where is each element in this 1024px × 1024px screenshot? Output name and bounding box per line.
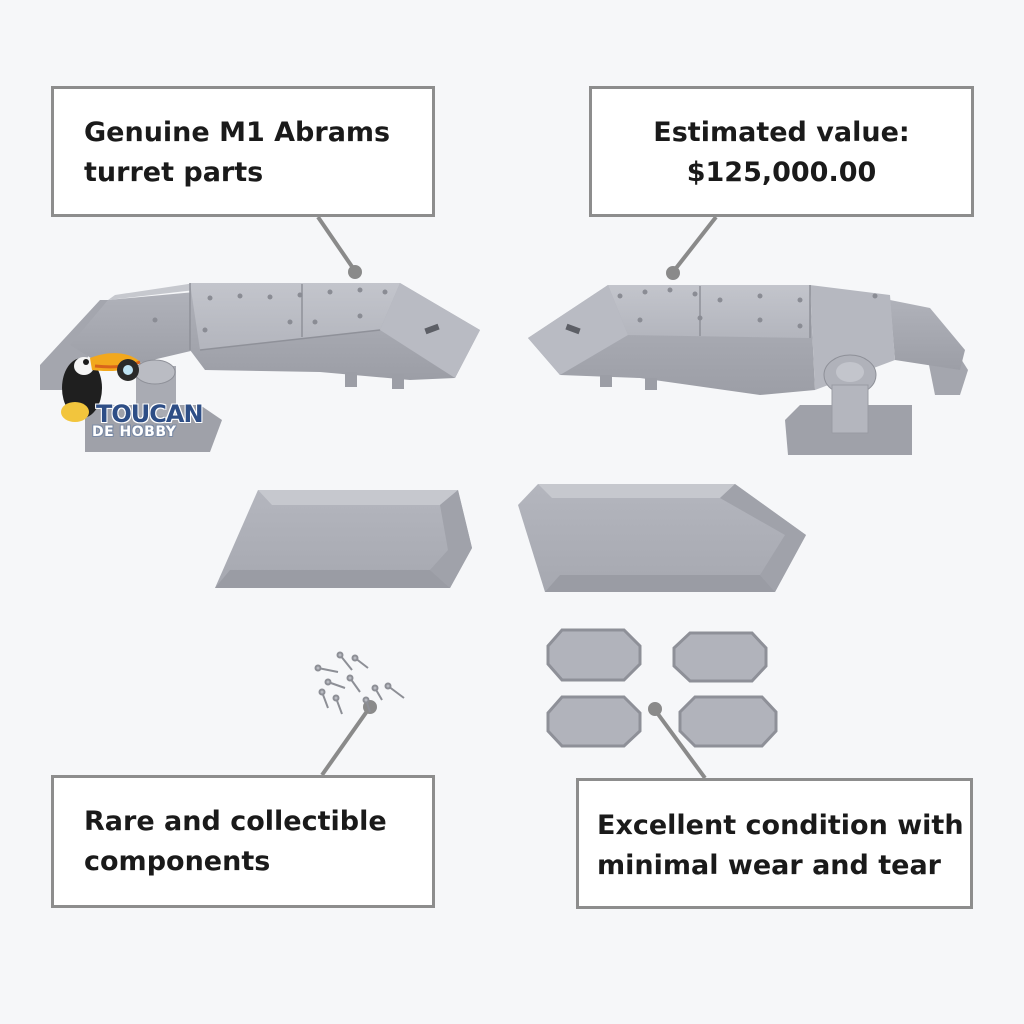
callout-line: components <box>84 846 271 877</box>
callout-line: turret parts <box>84 157 264 188</box>
hatch-cover <box>678 695 778 748</box>
callout-rare-collectible: Rare and collectible components <box>51 775 435 908</box>
logo-wordmark: TOUCAN <box>96 400 204 428</box>
callout-estimated-value: Estimated value: $125,000.00 <box>589 86 974 217</box>
armor-plate-right <box>518 484 806 592</box>
screws <box>314 651 405 715</box>
leader-dot-top-right <box>666 266 680 280</box>
armor-plate-left <box>215 490 472 588</box>
turret-side-part-left <box>40 283 480 452</box>
leader-line-top-left <box>316 215 357 273</box>
leader-line-bottom-left <box>320 705 372 777</box>
callout-price: $125,000.00 <box>686 157 877 188</box>
leader-dot-bottom-right <box>648 702 662 716</box>
callout-line: minimal wear and tear <box>597 850 941 881</box>
callout-line: Rare and collectible <box>84 806 387 837</box>
toucan-logo-icon <box>61 353 141 422</box>
hatch-cover <box>546 628 642 682</box>
callout-line: Genuine M1 Abrams <box>84 117 391 148</box>
hatch-cover <box>546 695 642 748</box>
callout-condition: Excellent condition with minimal wear an… <box>576 778 973 909</box>
leader-lines <box>316 215 718 780</box>
leader-line-bottom-right <box>653 708 707 780</box>
hatch-covers <box>546 628 778 748</box>
logo-subtitle: DE HOBBY <box>92 424 177 440</box>
leader-dot-top-left <box>348 265 362 279</box>
callout-line: Excellent condition with <box>597 810 964 841</box>
turret-side-part-right <box>528 285 968 455</box>
hatch-cover <box>672 631 768 683</box>
callout-line: Estimated value: <box>653 117 910 148</box>
callout-genuine-parts: Genuine M1 Abrams turret parts <box>51 86 435 217</box>
leader-line-top-right <box>671 215 718 274</box>
